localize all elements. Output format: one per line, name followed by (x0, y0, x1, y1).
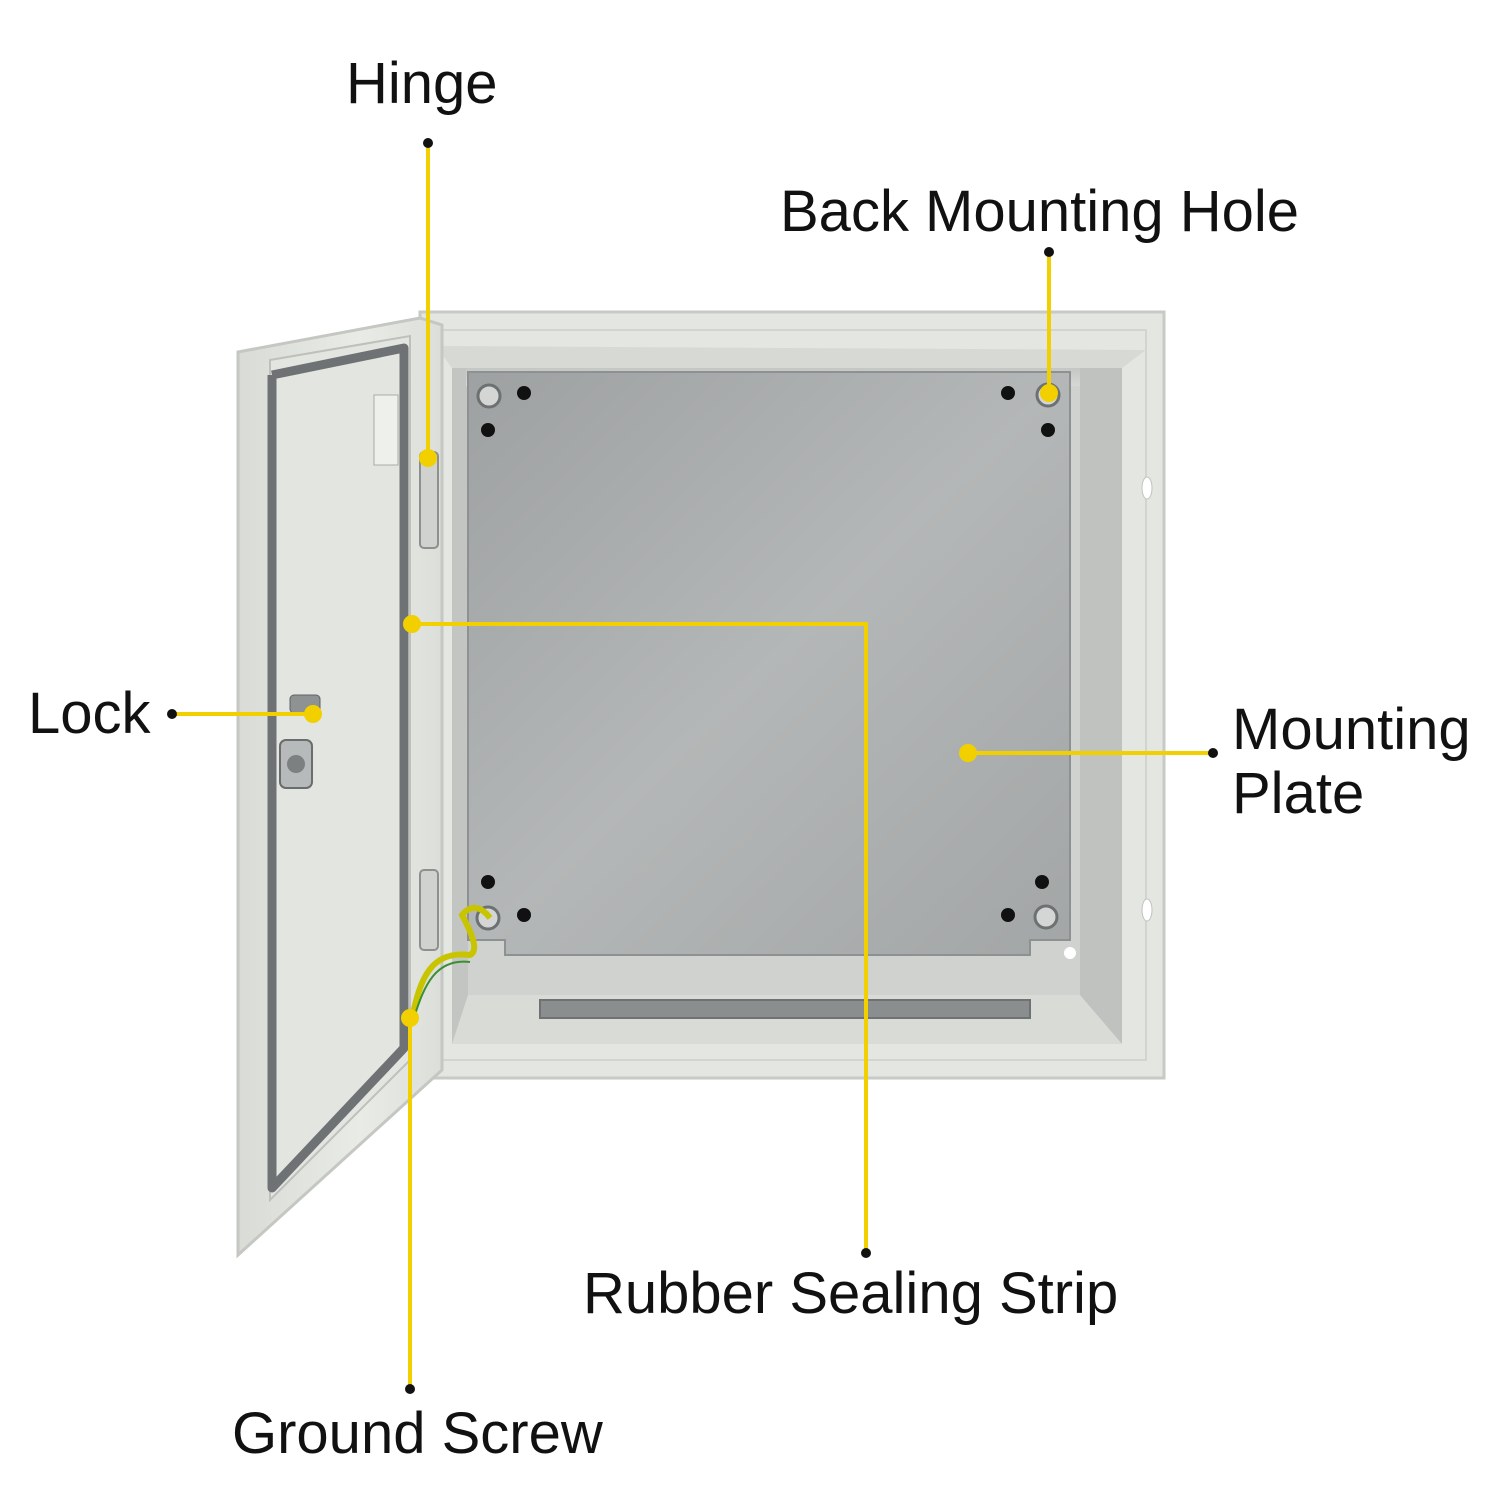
ground-screw-label: Ground Screw (232, 1401, 603, 1466)
rubber-sealing-strip-label-dot (861, 1248, 871, 1258)
back-mounting-hole-label-dot (1044, 247, 1054, 257)
enclosure-door (236, 316, 493, 1259)
hinge-label-dot (423, 138, 433, 148)
mounting-plate-label-line1: Mounting (1232, 697, 1471, 762)
mounting-plate (467, 371, 1076, 959)
mounting-plate-label-line2: Plate (1232, 761, 1365, 826)
ground-screw-target-dot (401, 1009, 419, 1027)
back-mounting-hole-label: Back Mounting Hole (780, 179, 1300, 244)
mounting-plate-target-dot (959, 744, 977, 762)
lock-label-dot (167, 709, 177, 719)
lock-target-dot (304, 705, 322, 723)
ground-screw-label-dot (405, 1384, 415, 1394)
rubber-sealing-strip-leader (412, 622, 868, 1253)
label-dots (167, 138, 1218, 1394)
target-dots (304, 384, 1058, 1027)
rubber-sealing-strip-label: Rubber Sealing Strip (583, 1261, 1119, 1326)
hinge-label: Hinge (346, 51, 498, 116)
mounting-plate-label-dot (1208, 748, 1218, 758)
hinge-target-dot (419, 449, 437, 467)
back-mounting-hole-target-dot (1040, 384, 1058, 402)
lock-label: Lock (28, 681, 151, 746)
leader-lines (172, 143, 1213, 1389)
rubber-sealing-strip-target-dot (403, 615, 421, 633)
